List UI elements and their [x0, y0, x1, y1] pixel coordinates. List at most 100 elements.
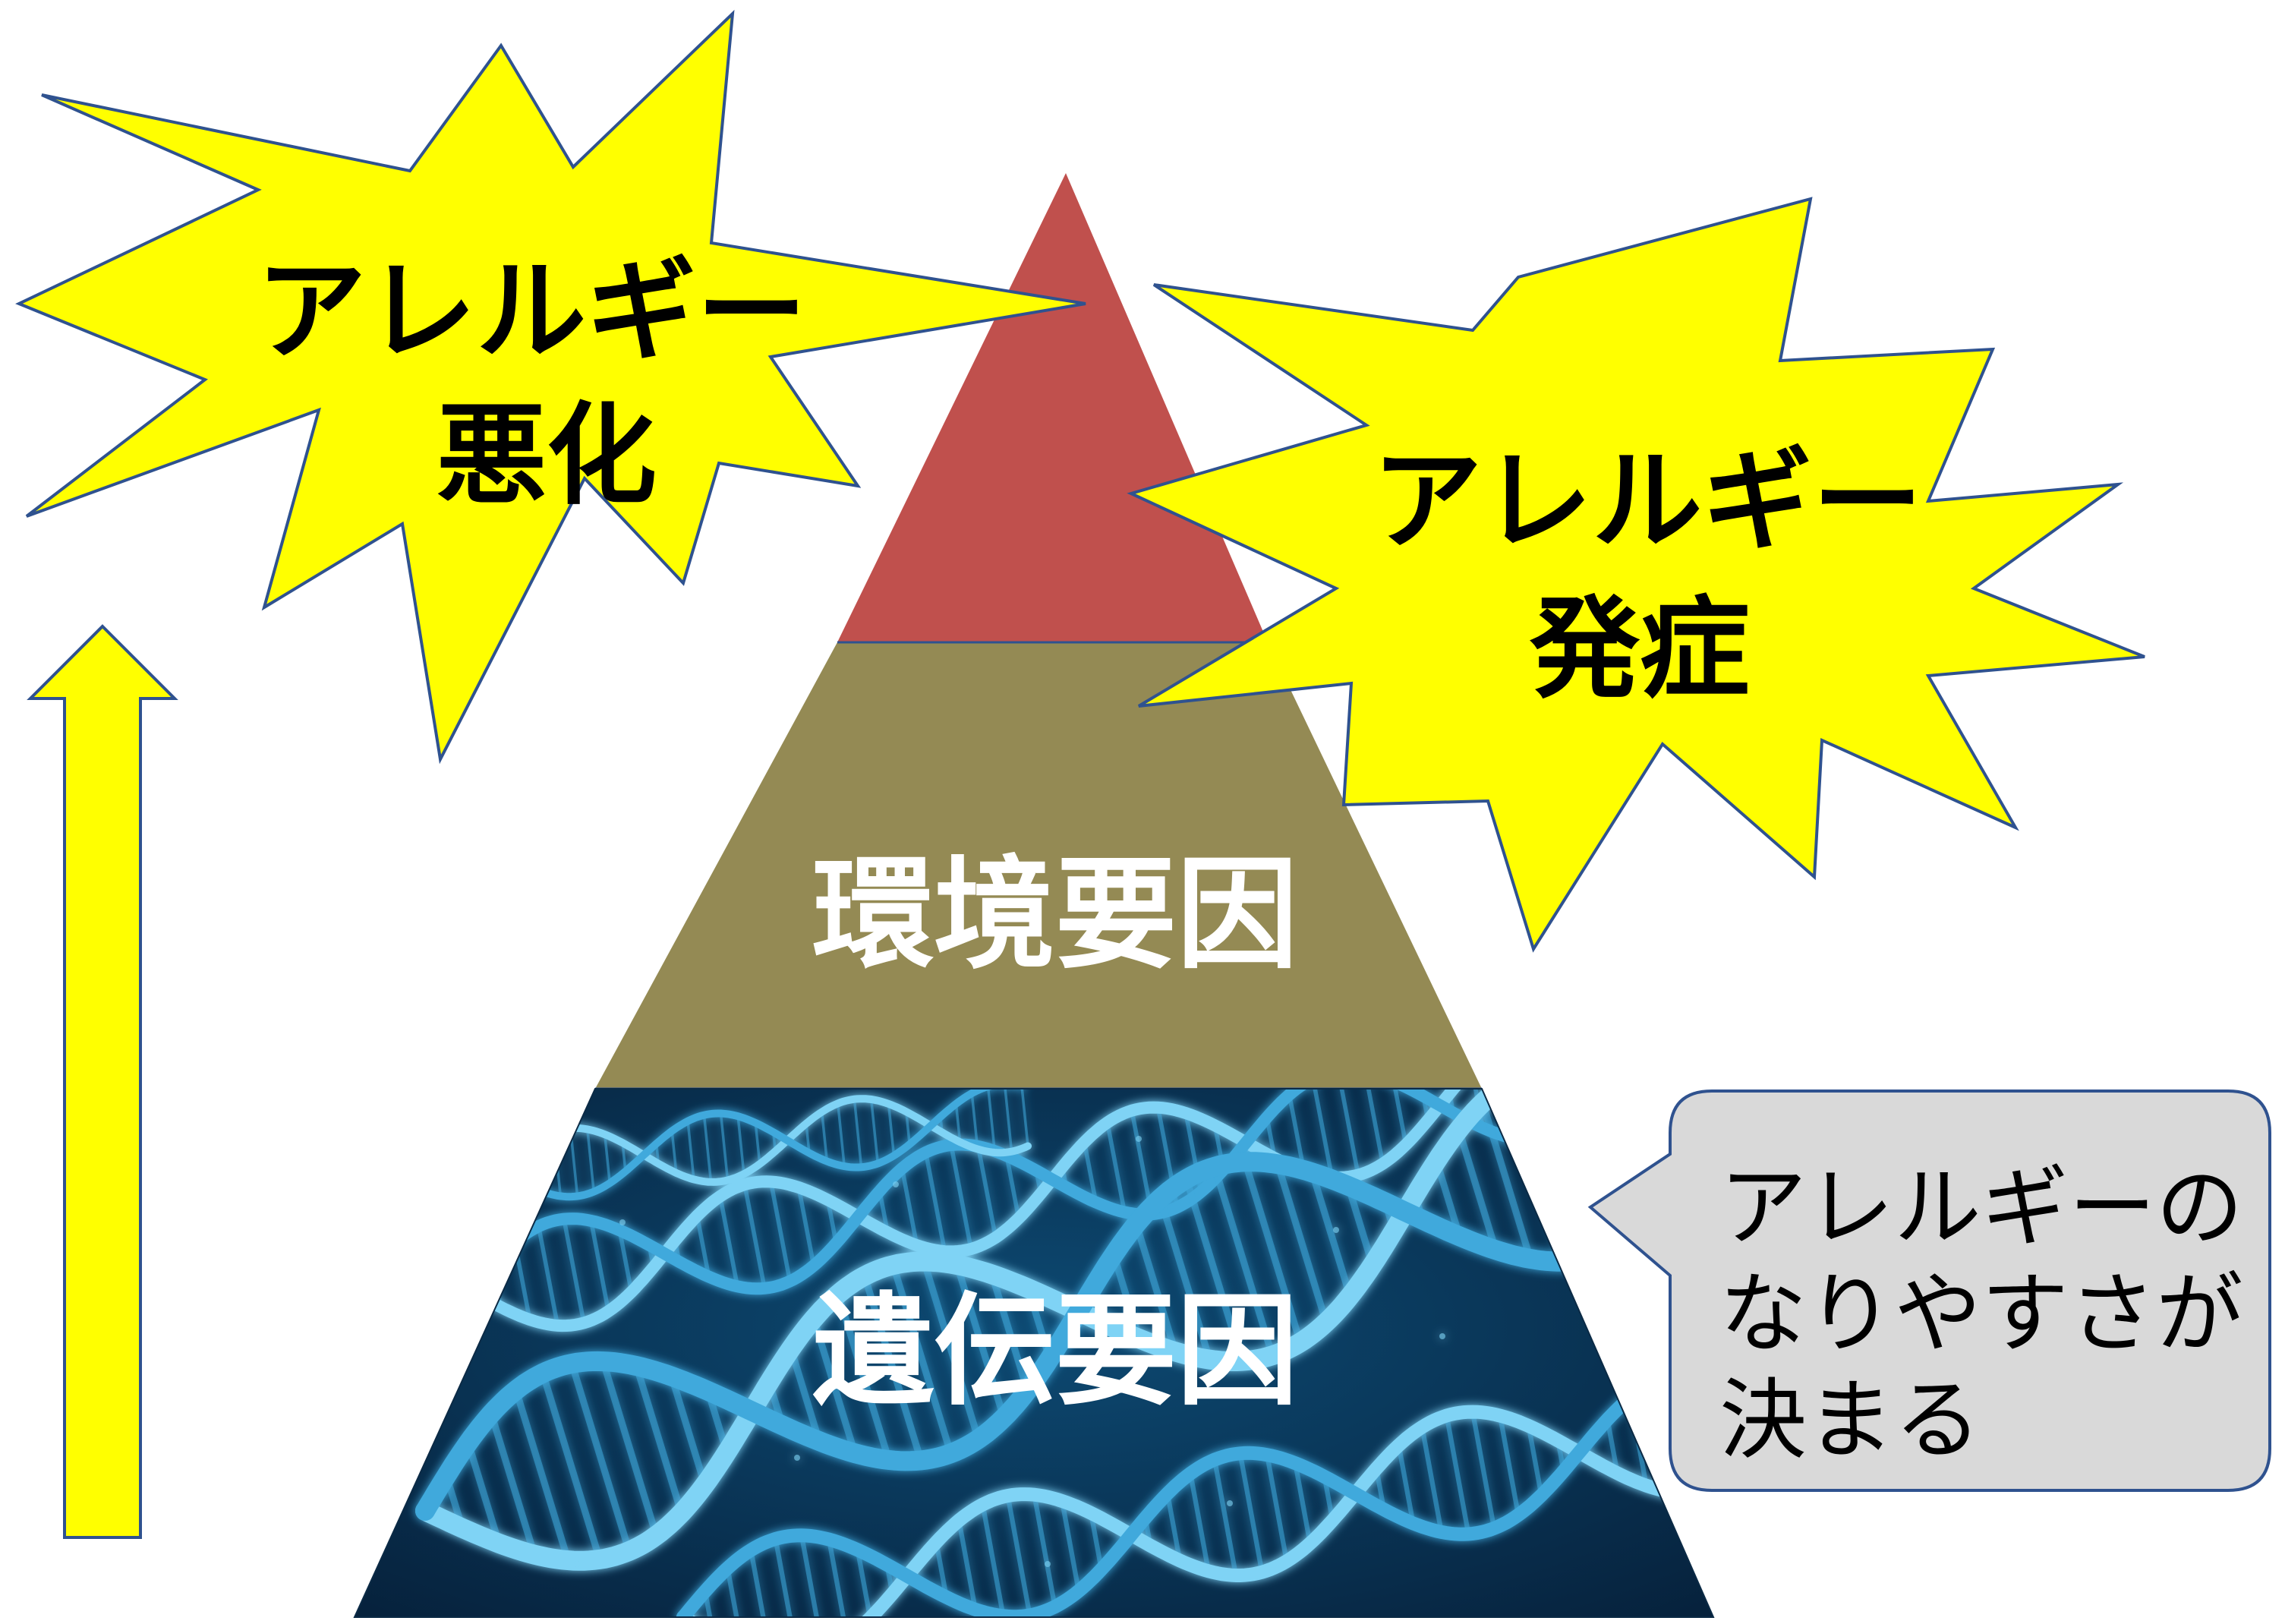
dna-rung — [1309, 1171, 1354, 1298]
dna-rung — [1344, 1184, 1376, 1266]
dna-rung — [1420, 1427, 1444, 1533]
dna-speckle — [893, 1181, 899, 1187]
dna-rung — [1020, 1089, 1029, 1146]
dna-rung — [1183, 1178, 1246, 1363]
dna-rung — [869, 1099, 880, 1164]
dna-rung — [617, 1229, 634, 1293]
dna-rung — [1212, 1458, 1239, 1576]
dna-rung — [1105, 1121, 1127, 1213]
dna-rung — [1391, 1089, 1408, 1146]
dna-rung — [1004, 1155, 1021, 1219]
dna-rung — [887, 1103, 896, 1156]
dna-rung — [970, 1093, 979, 1149]
dna-rung — [810, 1317, 859, 1455]
dna-rung — [512, 1389, 572, 1562]
callout: アレルギーの なりやすさが 決まる — [1587, 1089, 2271, 1492]
pyramid-peak-tier — [837, 173, 1268, 642]
dna-rung — [1479, 1102, 1534, 1260]
dna-rung — [1274, 1162, 1330, 1324]
dna-rung — [536, 1225, 560, 1326]
dna-rung — [1526, 1425, 1544, 1496]
dna-rung — [949, 1144, 973, 1250]
dna-rung — [736, 1116, 745, 1175]
dna-rung — [1444, 1414, 1471, 1535]
dna-rung — [465, 1441, 503, 1545]
dna-rung — [796, 1187, 816, 1266]
dna-rung — [1396, 1445, 1416, 1524]
dna-rung — [670, 1130, 678, 1174]
burst-left-line1: アレルギー — [257, 248, 807, 376]
dna-strand — [676, 1405, 1713, 1617]
dna-rung — [603, 1134, 612, 1184]
dna-rung — [725, 1567, 745, 1617]
dna-speckle — [1439, 1333, 1445, 1339]
burst-right: アレルギー 発症 — [1127, 197, 2145, 953]
dna-rung — [1237, 1452, 1265, 1573]
dna-rung — [834, 1293, 893, 1462]
dna-rung — [1110, 1253, 1143, 1340]
dna-rung — [1363, 1089, 1385, 1165]
dna-rung — [1188, 1473, 1211, 1572]
callout-line1: アレルギーの — [1719, 1157, 2243, 1259]
dna-strand — [676, 1364, 1713, 1617]
dna-rung — [855, 1549, 873, 1617]
dna-rung — [1336, 1089, 1360, 1176]
dna-rung — [853, 1099, 863, 1168]
dna-rung — [1310, 1089, 1335, 1178]
dna-rung — [600, 1360, 660, 1537]
callout-bubble — [1587, 1089, 2271, 1492]
dna-rung — [975, 1146, 998, 1238]
burst-right-line2: 発症 — [1530, 585, 1750, 714]
dna-rung — [920, 1260, 982, 1440]
burst-left-shape — [15, 9, 1086, 765]
dna-speckle — [794, 1455, 800, 1461]
dna-rung — [588, 1220, 611, 1312]
dna-rung — [1003, 1089, 1013, 1152]
pyramid-bottom-outline — [353, 1088, 1715, 1618]
dna-rung — [905, 1112, 911, 1145]
dna-rung — [702, 1115, 713, 1183]
middle-tier-label: 環境要因 — [812, 844, 1298, 985]
dna-rung — [1005, 1495, 1032, 1616]
dna-rung — [1133, 1222, 1179, 1353]
dna-rung — [586, 1129, 595, 1192]
dna-rung — [621, 1143, 627, 1171]
dna-rung — [923, 1152, 947, 1252]
dna-rung — [754, 1122, 761, 1165]
dna-rung — [1293, 1462, 1313, 1544]
dna-rung — [826, 1539, 850, 1617]
dna-rung — [820, 1112, 829, 1162]
dna-rung — [562, 1219, 586, 1323]
dna-rung — [934, 1541, 949, 1598]
dna-rung — [787, 1348, 823, 1443]
dna-rung — [773, 1538, 800, 1617]
dna-rung — [799, 1534, 826, 1617]
dna-rung — [742, 1184, 767, 1289]
dna-rung — [988, 1273, 1031, 1392]
dna-rung — [986, 1089, 997, 1153]
dna-rung — [953, 1263, 1007, 1419]
burst-left: アレルギー 悪化 — [15, 9, 1086, 765]
callout-line2: なりやすさが — [1719, 1263, 2243, 1365]
dna-rung — [719, 1113, 730, 1181]
dna-speckle — [1045, 1561, 1051, 1567]
dna-rung — [957, 1520, 978, 1610]
dna-rung — [1287, 1094, 1306, 1171]
dna-rung — [1211, 1165, 1276, 1357]
dna-rung — [1497, 1414, 1521, 1516]
dna-speckle — [574, 1561, 580, 1567]
dna-rung — [686, 1121, 695, 1180]
burst-left-line2: 悪化 — [437, 392, 657, 520]
dna-rung — [1455, 1128, 1499, 1251]
dna-rung — [900, 1168, 919, 1246]
dna-rung — [1265, 1454, 1289, 1562]
dna-speckle — [1333, 1227, 1339, 1233]
dna-rung — [1241, 1160, 1304, 1344]
dna-rung — [568, 1362, 633, 1553]
dna-rung — [539, 1372, 604, 1561]
dna-rung — [749, 1550, 773, 1617]
dna-rung — [668, 1375, 708, 1487]
dna-rung — [1032, 1494, 1057, 1607]
callout-line3: 決まる — [1719, 1370, 1981, 1471]
